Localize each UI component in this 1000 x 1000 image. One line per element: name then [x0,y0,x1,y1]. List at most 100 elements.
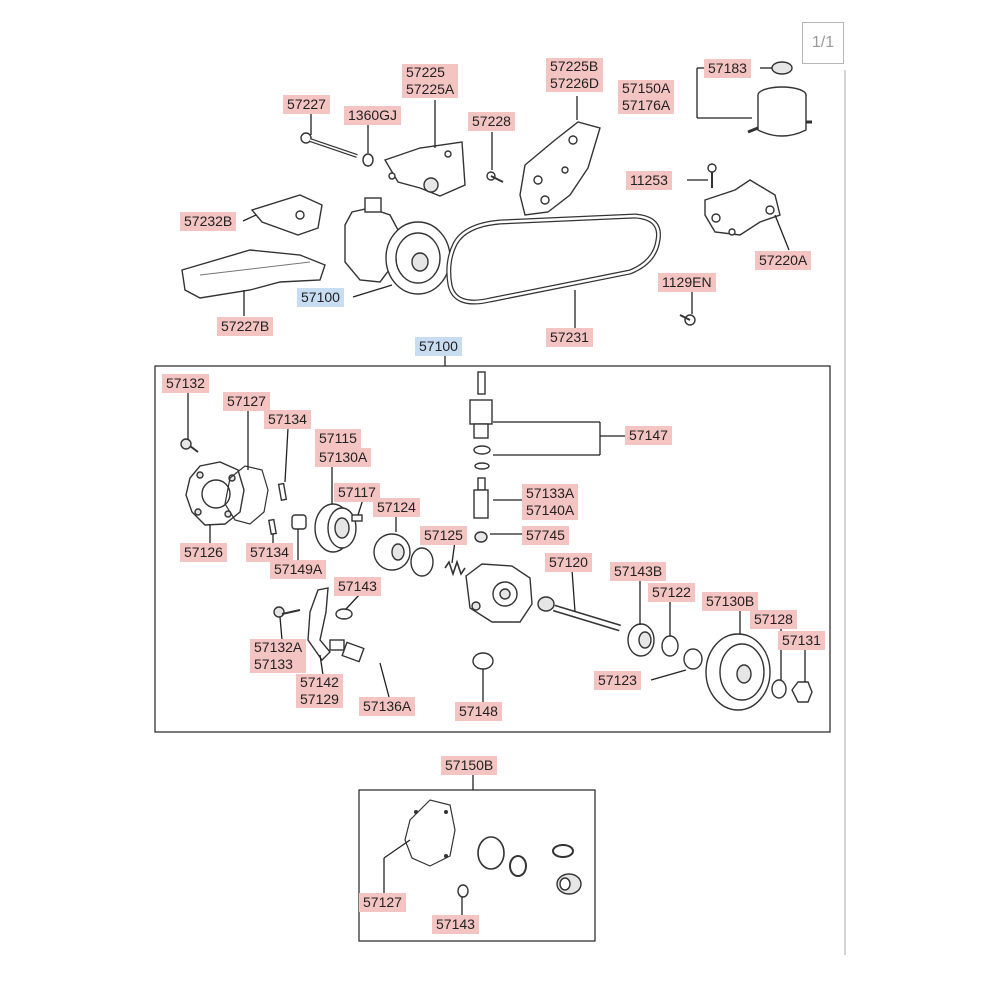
bracket-57142-part [307,587,331,662]
pump-body-part [465,563,533,623]
callout-57120[interactable]: 57120 [545,553,592,572]
callout-57124[interactable]: 57124 [373,498,420,517]
pump-57100-part [344,197,451,295]
kit-oring-large-part [477,836,505,870]
kit-oring-medium-part [509,855,527,877]
gasket-57127-part [224,465,269,525]
callout-57225b-line2: 57226D [550,75,600,91]
kit-group-frame [358,789,596,942]
callout-57115[interactable]: 57115 [315,429,361,448]
fitting-57129-part [329,639,365,663]
callout-57122[interactable]: 57122 [648,583,695,602]
callout-57150b[interactable]: 57150B [441,756,498,775]
bolt-57227-part [300,132,358,158]
reservoir-cap-part [771,61,793,75]
kit-oring-small-part [457,884,469,898]
callout-57100-top[interactable]: 57100 [297,288,344,307]
cap-57148-part [472,652,494,670]
bolt-57228-part [486,171,504,183]
callout-57127-kit[interactable]: 57127 [359,893,406,912]
callout-57130a[interactable]: 57130A [315,448,372,467]
callout-57220a[interactable]: 57220A [755,251,812,270]
callout-57227b[interactable]: 57227B [217,317,274,336]
bolt-57132a-part [273,606,301,618]
callout-57142[interactable]: 57142 57129 [296,674,343,708]
bolt-57132-part [180,438,199,453]
page-indicator: 1/1 [802,22,844,64]
callout-57134[interactable]: 57134 [264,410,311,429]
callout-57100-group[interactable]: 57100 [415,337,462,356]
shield-57227b-part [181,249,326,299]
bracket-57232b-part [250,194,323,236]
callout-57225-line1: 57225 [406,64,445,80]
callout-57147[interactable]: 57147 [625,426,672,445]
callout-57150a[interactable]: 57150A 57176A [618,80,675,114]
callout-57225b[interactable]: 57225B 57226D [546,58,604,92]
callout-57117[interactable]: 57117 [334,483,380,502]
callout-57136a[interactable]: 57136A [359,697,416,716]
washer-57128-part [771,679,787,699]
reservoir-57150a-part [747,86,812,137]
rotor-57115-part [314,503,357,553]
bolt-1129en-part [679,314,696,326]
kit-seal-part [552,844,574,858]
callout-57225[interactable]: 57225 57225A [402,64,459,98]
callout-57228[interactable]: 57228 [468,112,515,131]
callout-57227[interactable]: 57227 [283,95,330,114]
snapring-57123-part [683,648,703,670]
callout-57126[interactable]: 57126 [180,543,227,562]
bracket-57225b-part [519,121,601,216]
plate-57124-part [373,533,411,571]
bushing-57149a-part [291,514,307,530]
callout-57148[interactable]: 57148 [455,702,502,721]
nut-57131-part [791,681,813,703]
oring-57143-part [335,608,353,620]
callout-57132a-line1: 57132A [254,639,303,655]
callout-57150a-line1: 57150A [622,80,671,96]
callout-57131[interactable]: 57131 [778,631,825,650]
ring-57122-part [661,635,679,657]
bracket-57220a-part [704,179,781,236]
callout-57745[interactable]: 57745 [522,526,569,545]
pin-57134b-part [268,518,277,536]
callout-57143b[interactable]: 57143B [610,562,667,581]
callout-57231[interactable]: 57231 [546,328,593,347]
callout-57232b[interactable]: 57232B [180,212,237,231]
callout-57142-line1: 57142 [300,674,339,690]
callout-1360gj[interactable]: 1360GJ [344,106,402,125]
shaft-57120-part [537,596,622,632]
bolt-11253-part [707,163,717,188]
callout-57150a-line2: 57176A [622,97,671,113]
callout-57143[interactable]: 57143 [334,577,381,596]
vanes-57117-part [351,514,363,522]
nut-1360gj-part [362,153,374,167]
callout-57183[interactable]: 57183 [704,59,751,78]
callout-57128[interactable]: 57128 [750,610,797,629]
oring-part [410,547,434,577]
connector-57147-part [469,371,493,470]
callout-1129en[interactable]: 1129EN [658,273,716,292]
callout-57140a[interactable]: 57140A [522,501,579,520]
callout-57143-kit[interactable]: 57143 [432,915,479,934]
bearing-57143b-part [627,623,655,657]
callout-57125[interactable]: 57125 [420,526,467,545]
callout-57133a[interactable]: 57133A [522,484,579,503]
callout-57130b[interactable]: 57130B [702,592,759,611]
callout-57134b[interactable]: 57134 [246,543,293,562]
valve-57133a-part [473,477,489,543]
pulley-57130b-part [705,633,771,711]
callout-57132[interactable]: 57132 [162,374,209,393]
callout-57127[interactable]: 57127 [223,392,270,411]
callout-57123[interactable]: 57123 [594,671,641,690]
kit-gasket-part [404,799,456,867]
bracket-57225-part [383,141,466,197]
callout-57132a-line2: 57133 [254,656,293,672]
callout-57132a[interactable]: 57132A 57133 [250,639,307,673]
callout-57149a[interactable]: 57149A [270,560,327,579]
callout-57142-line2: 57129 [300,691,339,707]
callout-57225b-line1: 57225B [550,58,599,74]
callout-11253[interactable]: 11253 [626,171,672,190]
belt-57231-part [446,213,662,305]
